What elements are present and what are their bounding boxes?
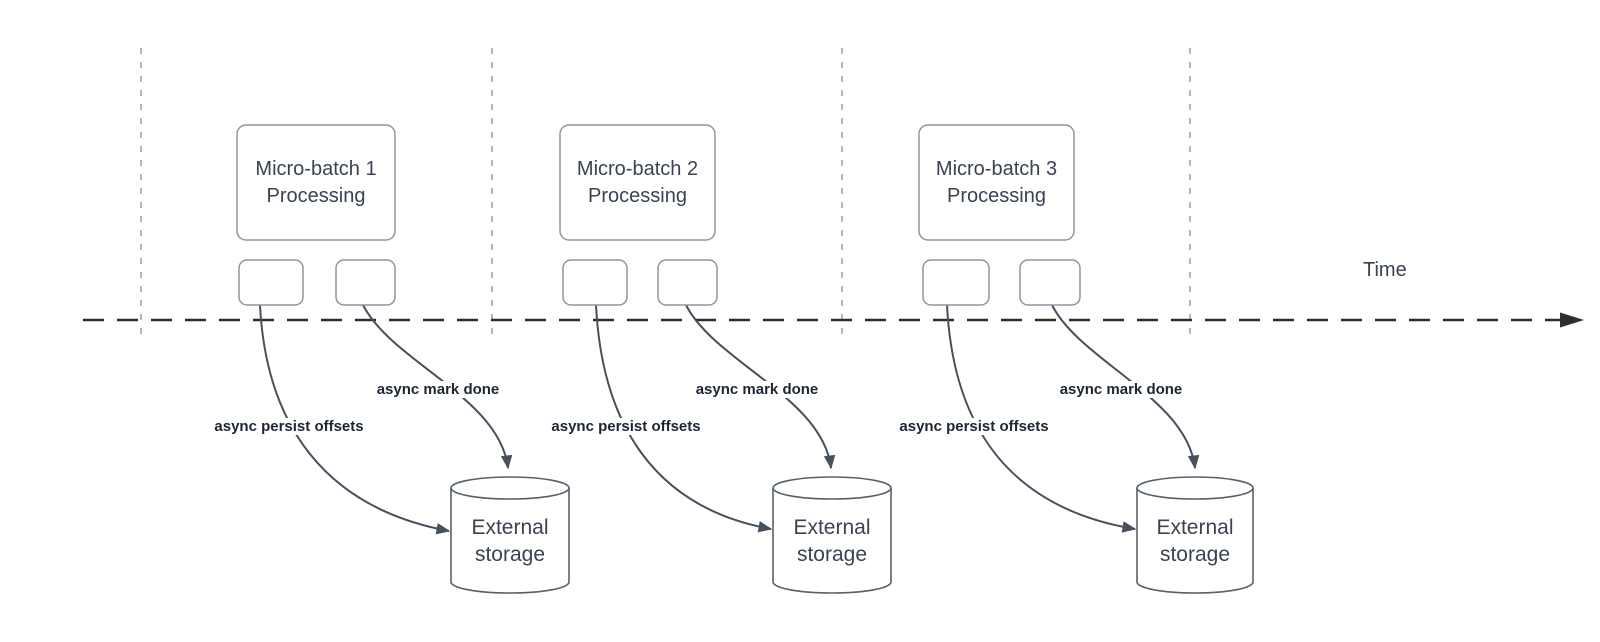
micro-batch-1-title-line2: Processing: [266, 184, 366, 207]
persist-offsets-label-1: async persist offsets: [211, 418, 367, 435]
external-storage-label-1-line1: External: [471, 515, 549, 539]
external-storage-label-3-line2: storage: [1159, 543, 1231, 566]
mark-done-label-2: async mark done: [692, 381, 822, 398]
mark-done-task-box-1: [335, 259, 396, 306]
persist-offsets-task-box-3: [922, 259, 990, 306]
persist-offsets-arrow-2: [595, 304, 773, 533]
persist-offsets-label-2: async persist offsets: [548, 418, 704, 435]
time-axis-label: Time: [1363, 259, 1407, 281]
persist-offsets-arrow-1: [259, 304, 451, 535]
micro-batch-3-box: [918, 124, 1075, 241]
mark-done-task-box-2: [657, 259, 718, 306]
external-storage-cylinder-2: [772, 476, 892, 594]
external-storage-label-2: External storage: [773, 477, 891, 593]
external-storage-label-2-line2: storage: [796, 543, 868, 566]
micro-batch-2-title-line2: Processing: [588, 184, 687, 207]
mark-done-label-1: async mark done: [373, 381, 503, 398]
persist-offsets-label-3: async persist offsets: [896, 418, 1052, 435]
mark-done-task-box-3: [1019, 259, 1081, 306]
external-storage-label-1-line2: storage: [474, 543, 546, 566]
micro-batch-1-title-line1: Micro-batch 1: [255, 157, 377, 180]
external-storage-cylinder-3: [1136, 476, 1254, 594]
micro-batch-2-title-line1: Micro-batch 2: [576, 157, 699, 180]
persist-offsets-task-box-2: [562, 259, 628, 306]
persist-offsets-arrow-3: [946, 304, 1137, 533]
mark-done-label-3: async mark done: [1056, 381, 1186, 398]
persist-offsets-task-box-1: [238, 259, 304, 306]
micro-batch-1-box: [236, 124, 396, 241]
external-storage-label-3: External storage: [1137, 477, 1253, 593]
external-storage-label-2-line1: External: [793, 515, 871, 539]
micro-batch-2-box: [559, 124, 716, 241]
external-storage-label-1: External storage: [451, 477, 569, 593]
micro-batch-2-title: Micro-batch 2 Processing: [560, 125, 715, 240]
micro-batch-1-title: Micro-batch 1 Processing: [237, 125, 395, 240]
time-axis-arrowhead-icon: [1560, 312, 1584, 328]
external-storage-cylinder-1: [450, 476, 570, 594]
micro-batch-3-title-line2: Processing: [947, 184, 1046, 207]
micro-batch-3-title-line1: Micro-batch 3: [935, 157, 1058, 180]
micro-batch-3-title: Micro-batch 3 Processing: [919, 125, 1074, 240]
external-storage-label-3-line1: External: [1156, 515, 1234, 539]
